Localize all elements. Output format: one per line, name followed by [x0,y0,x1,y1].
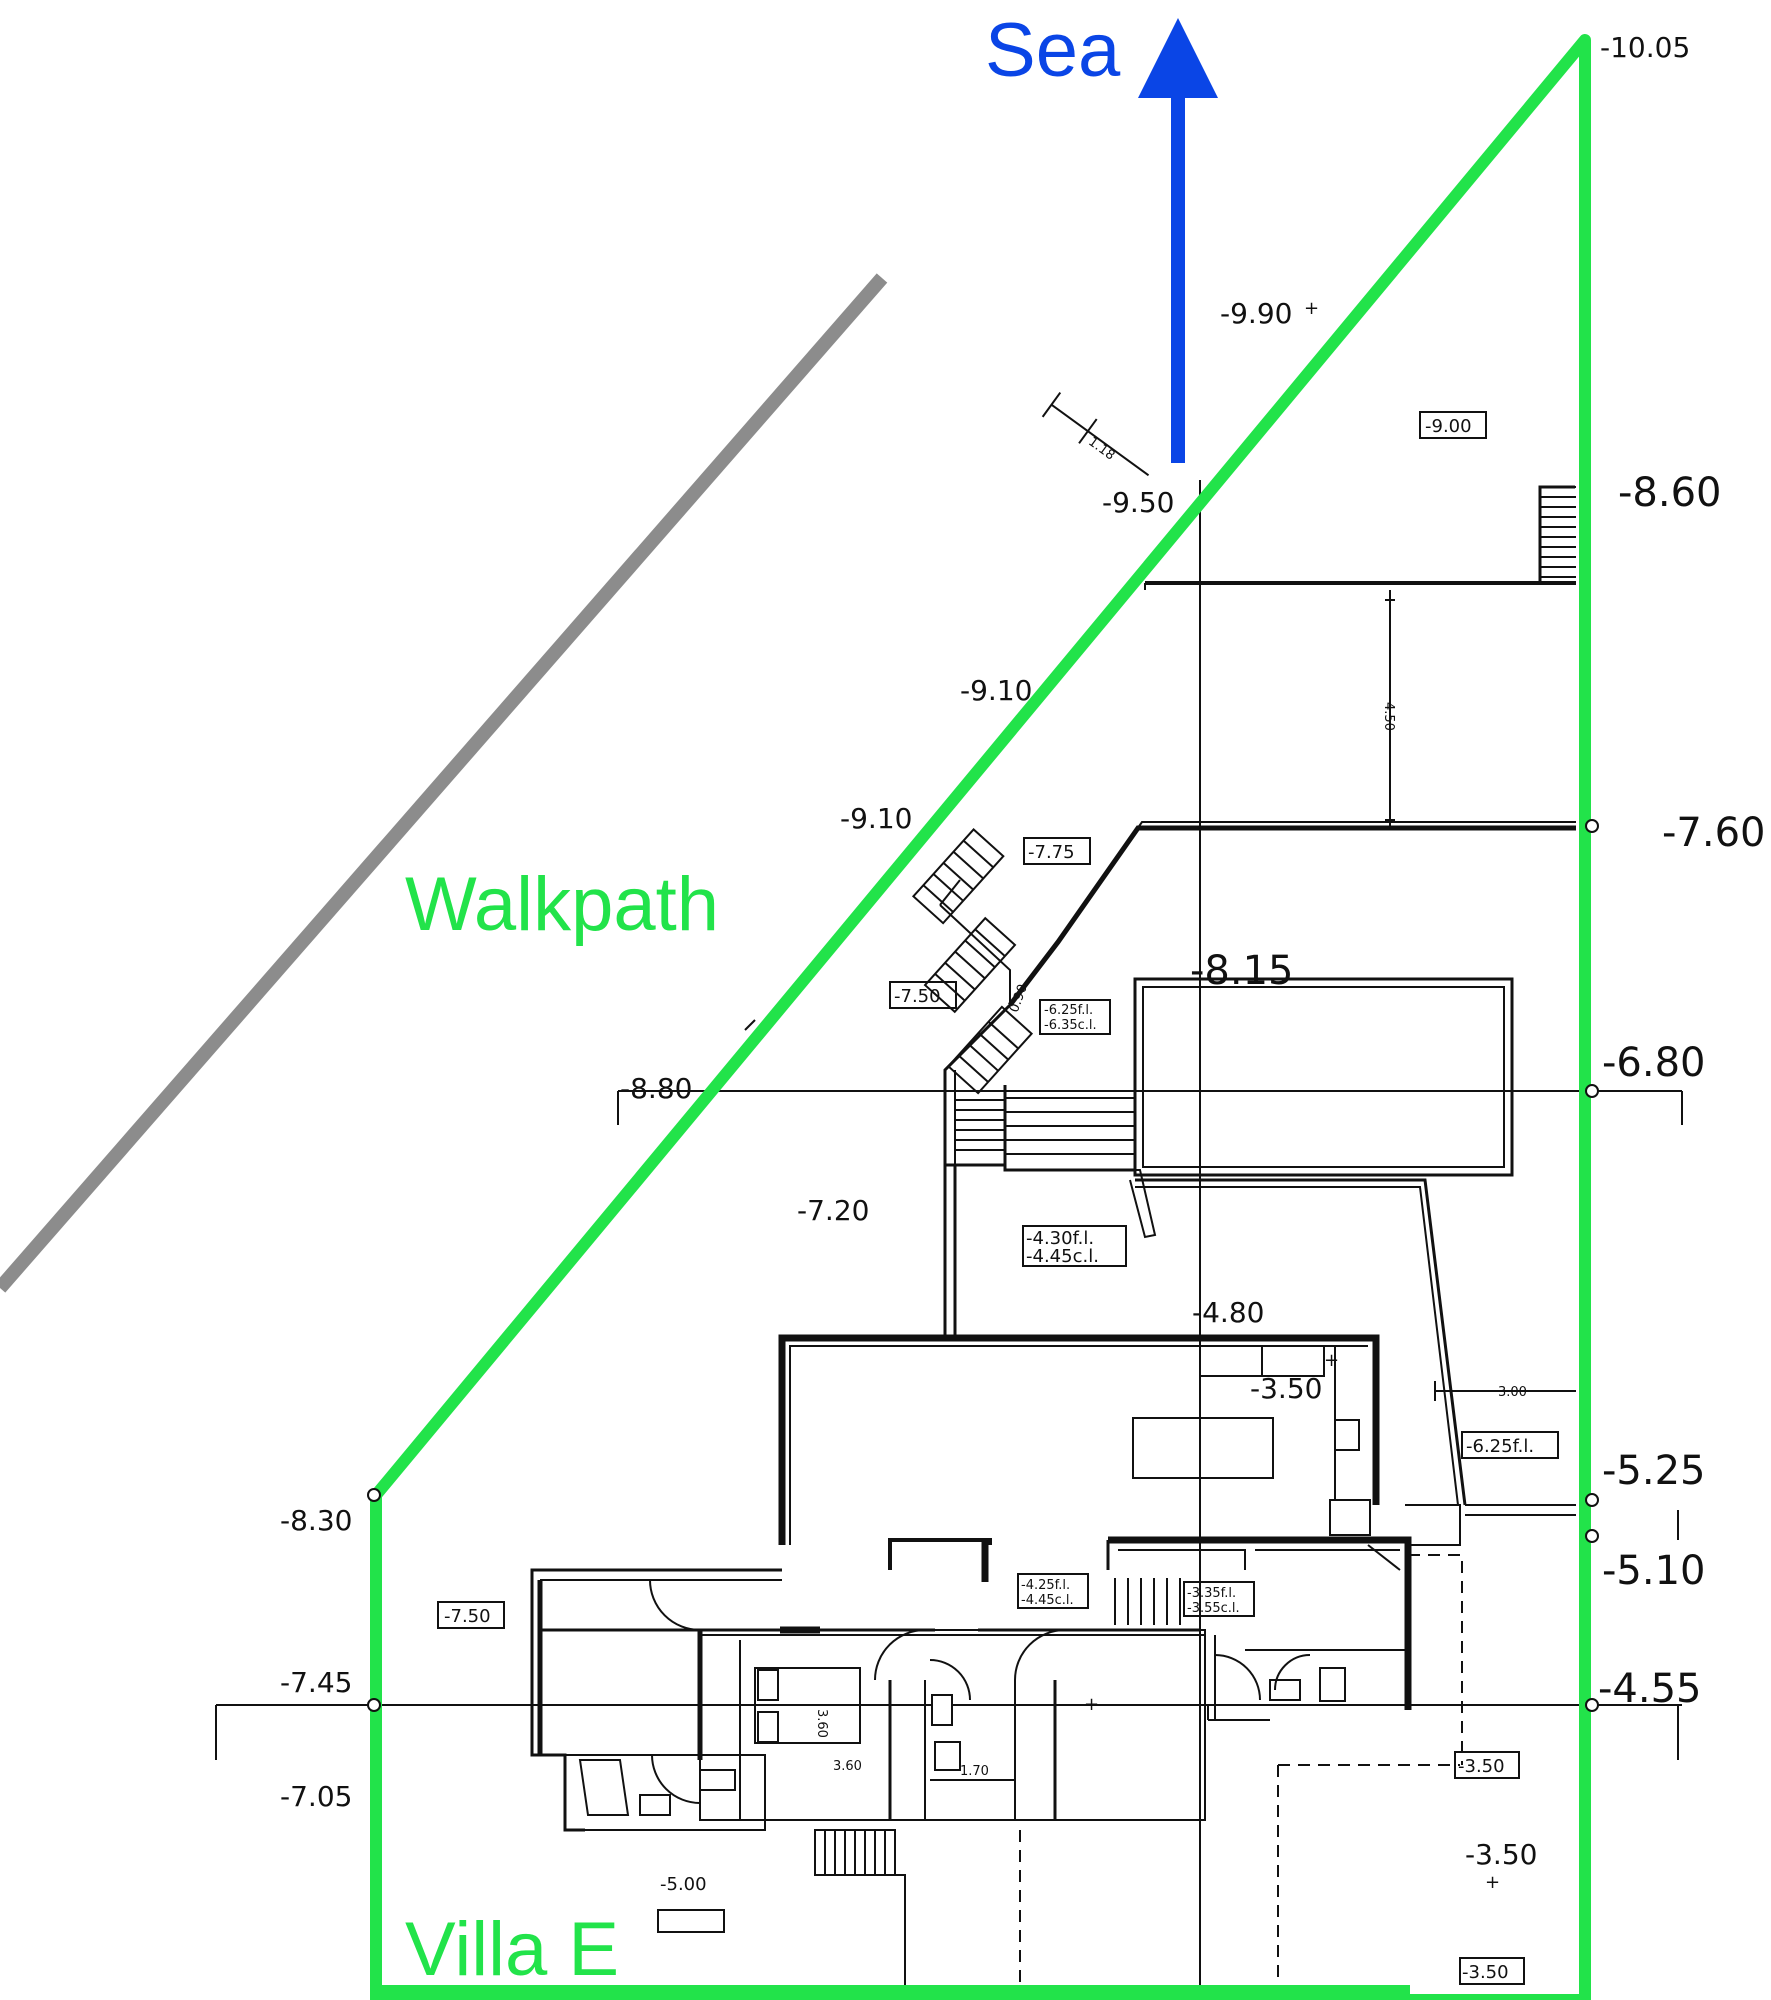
house-walls [530,1334,1463,2000]
level-3-50-terrace: -3.50 [1465,1838,1537,1871]
walkpath-label: Walkpath [405,862,719,947]
level-5-25: -5.25 [1602,1448,1706,1494]
level-10-05: -10.05 [1600,31,1690,64]
level-9-10-upper: -9.10 [960,674,1032,707]
level-8-30: -8.30 [280,1504,352,1537]
level-7-75: -7.75 [1028,842,1075,863]
floor-level-tags: -6.25f.l. -6.35c.l. -4.30f.l. -4.45c.l. … [1017,999,1559,1617]
tag-3-35-fl: -3.35f.l. [1187,1586,1236,1601]
level-4-55: -4.55 [1598,1666,1702,1712]
level-6-80: -6.80 [1602,1040,1706,1086]
level-7-50-lower: -7.50 [444,1606,491,1627]
dimension-1-18 [1041,392,1150,477]
site-boundary [370,34,1591,2000]
tag-4-45-cl-hall: -4.45c.l. [1021,1593,1074,1608]
steps-diagonal-3 [946,1005,1034,1095]
tag-4-25-fl: -4.25f.l. [1021,1578,1070,1593]
svg-text:+: + [1084,1694,1099,1715]
level-7-45: -7.45 [280,1666,352,1699]
tag-3-55-cl: -3.55c.l. [1187,1601,1240,1616]
tag-6-35-cl: -6.35c.l. [1044,1018,1097,1033]
svg-text:+: + [1485,1872,1500,1893]
boundary-markers [367,819,1599,1712]
level-5-10: -5.10 [1602,1548,1706,1594]
steps-bottom [814,1829,896,1876]
level-7-60: -7.60 [1662,810,1766,856]
steps-right [1540,486,1576,578]
sea-label: Sea [985,8,1121,93]
level-5-00: -5.00 [660,1874,707,1895]
pool [1133,977,1514,1177]
level-9-10-lower: -9.10 [840,802,912,835]
level-8-80: -8.80 [620,1072,692,1105]
level-9-50: -9.50 [1102,486,1174,519]
tag-4-30-fl: -4.30f.l. [1026,1228,1094,1249]
level-7-20: -7.20 [797,1194,869,1227]
level-7-50-upper: -7.50 [894,986,941,1007]
dim-1-70: 1.70 [960,1764,989,1779]
level-7-05: -7.05 [280,1780,352,1813]
level-9-00: -9.00 [1425,416,1472,437]
level-4-80: -4.80 [1192,1296,1264,1329]
tag-6-25-fl: -6.25f.l. [1044,1003,1093,1018]
steps-hall [1114,1578,1181,1625]
level-9-90: -9.90 [1220,297,1292,330]
kitchen-island [1132,1417,1274,1479]
svg-text:+: + [1324,1350,1339,1371]
level-8-60: -8.60 [1618,470,1722,516]
level-3-50-tag: -3.50 [1458,1756,1505,1777]
level-8-15: -8.15 [1190,948,1294,994]
dim-4-50: 4.50 [1381,702,1396,731]
tag-4-45-cl: -4.45c.l. [1026,1246,1099,1267]
dimension-labels: 1.18 4.50 0.90 3.00 3.60 3.60 1.70 [814,434,1527,1779]
dim-3-60-vertical: 3.60 [814,1709,829,1738]
pool-terrace [618,485,1576,1516]
svg-text:+: + [1304,298,1319,319]
bed [754,1667,861,1744]
sea-arrow-icon [1138,18,1218,463]
dim-3-60: 3.60 [833,1759,862,1774]
dim-1-18: 1.18 [1085,434,1117,463]
door-swings [649,1579,1311,1804]
tag-6-25-fl-terrace: -6.25f.l. [1466,1436,1534,1457]
steps-diagonal-2 [923,916,1017,1014]
villa-e-label: Villa E [405,1907,619,1992]
level-3-50-kitchen: -3.50 [1250,1372,1322,1405]
level-annotations: -10.05 -9.90 -9.00 -9.50 -8.60 -9.10 -9.… [280,31,1766,1985]
spot-markers: + + + + [1084,298,1500,1893]
level-3-50-bottom: -3.50 [1462,1962,1509,1983]
dim-3-00: 3.00 [1498,1385,1527,1400]
steps-diagonal [911,828,1005,925]
walkpath-line [0,273,888,1293]
steps-mid [955,1097,1135,1155]
